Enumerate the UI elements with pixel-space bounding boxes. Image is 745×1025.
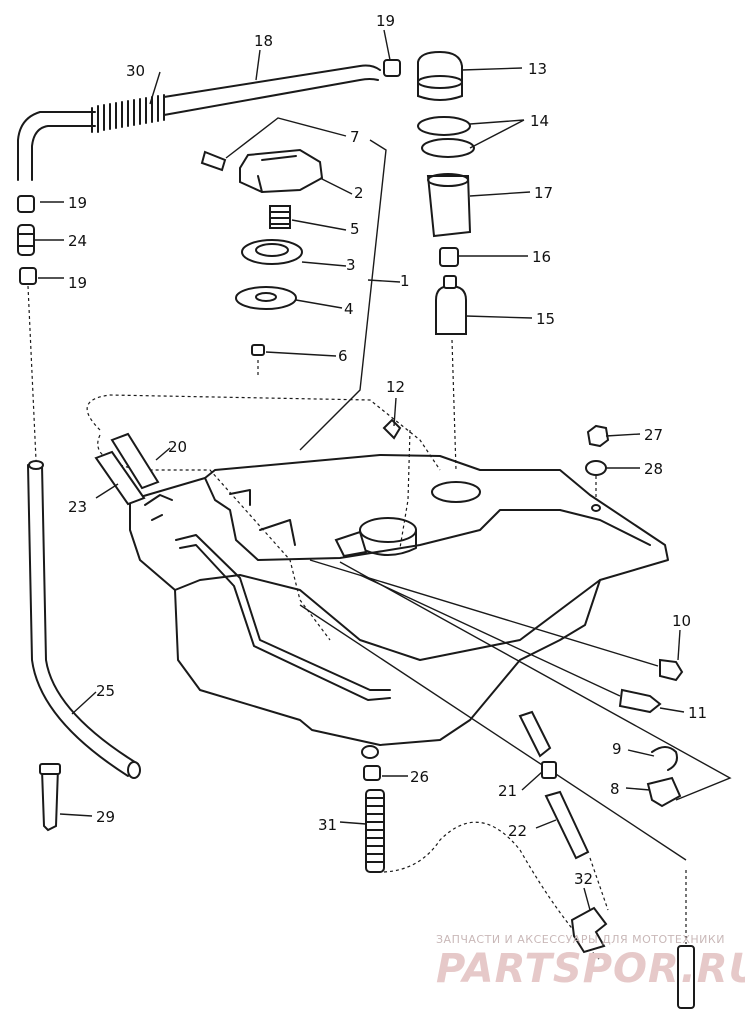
clamp-19-lower: [19, 267, 37, 285]
watermark-caption: ЗАПЧАСТИ И АКСЕССУАРЫ ДЛЯ МОТОТЕХНИКИ: [436, 933, 725, 946]
grommet-12: [382, 418, 402, 440]
callout-14: 14: [530, 112, 549, 130]
vent-hose-assembly: [17, 64, 381, 461]
washer-14-b: [421, 138, 475, 158]
watermark-logo: PARTSPOR.RU: [436, 946, 745, 992]
callout-3: 3: [346, 256, 356, 274]
pump-assembly: [383, 50, 475, 471]
fuel-cap-assembly: [200, 148, 324, 378]
watermark: ЗАПЧАСТИ И АКСЕССУАРЫ ДЛЯ МОТОТЕХНИКИ PA…: [436, 933, 745, 992]
callout-30: 30: [126, 62, 145, 80]
hose-23: [94, 450, 146, 506]
cap-2: [239, 148, 324, 194]
callout-10: 10: [672, 612, 691, 630]
clamp-19-top: [383, 59, 401, 77]
corrugated-hose-31: [365, 789, 385, 873]
callout-6: 6: [338, 347, 348, 365]
pump-opening: [431, 481, 481, 503]
pad-8: [646, 776, 682, 808]
callout-13: 13: [528, 60, 547, 78]
callout-26: 26: [410, 768, 429, 786]
callout-21: 21: [498, 782, 517, 800]
callout-16: 16: [532, 248, 551, 266]
tank-fitting: [144, 494, 173, 521]
callout-32: 32: [574, 870, 593, 888]
collar-17: [426, 175, 472, 238]
callout-19-top: 19: [376, 12, 395, 30]
cable-tie-29: [39, 763, 61, 832]
callout-18: 18: [254, 32, 273, 50]
callout-9: 9: [612, 740, 622, 758]
callout-labels: 1 2 3 4 5 6 7 8 9 10 11 12 13 14 15 16 1…: [68, 12, 707, 888]
hoses-20-23: [94, 432, 160, 506]
callout-12: 12: [386, 378, 405, 396]
cap-neck: [359, 517, 417, 543]
callout-2: 2: [354, 184, 364, 202]
callout-11: 11: [688, 704, 707, 722]
callout-24: 24: [68, 232, 87, 250]
callout-25: 25: [96, 682, 115, 700]
corrugated-hose-section: [91, 94, 165, 133]
washer-4: [235, 286, 297, 310]
pin-7: [200, 150, 227, 172]
callout-20: 20: [168, 438, 187, 456]
bolt-27: [586, 424, 610, 448]
hose-22: [544, 790, 590, 860]
tube-top: [518, 710, 552, 758]
gasket-3: [241, 239, 303, 265]
callout-1: 1: [400, 272, 410, 290]
damper-28: [585, 460, 607, 476]
bolt-10: [659, 658, 684, 682]
clip-9: [651, 746, 678, 771]
fuel-tank-body-1: [129, 454, 669, 759]
callout-22: 22: [508, 822, 527, 840]
callout-29: 29: [96, 808, 115, 826]
clamp-26: [363, 765, 381, 781]
callout-19-lower: 19: [68, 274, 87, 292]
callout-31: 31: [318, 816, 337, 834]
callout-19-upper: 19: [68, 194, 87, 212]
clamp-16: [439, 247, 459, 267]
nut-6: [251, 344, 265, 356]
fitting-21: [541, 761, 557, 779]
callout-8: 8: [610, 780, 620, 798]
callout-5: 5: [350, 220, 360, 238]
callout-23: 23: [68, 498, 87, 516]
clip-32: [570, 906, 608, 954]
joint-pipe-24: [17, 224, 35, 256]
hose-20: [110, 432, 160, 490]
hose-end: [677, 945, 695, 1009]
clamp-19-upper: [17, 195, 35, 213]
drain-hose-25: [27, 460, 141, 779]
lower-hoses: [363, 710, 695, 1009]
washer-14-a: [417, 116, 471, 136]
callout-15: 15: [536, 310, 555, 328]
callout-7: 7: [350, 128, 360, 146]
callout-17: 17: [534, 184, 553, 202]
callout-27: 27: [644, 426, 663, 444]
callout-4: 4: [344, 300, 354, 318]
bolt-11: [618, 688, 662, 714]
valve-15: [435, 284, 467, 335]
leader-lines: [34, 29, 685, 911]
callout-28: 28: [644, 460, 663, 478]
